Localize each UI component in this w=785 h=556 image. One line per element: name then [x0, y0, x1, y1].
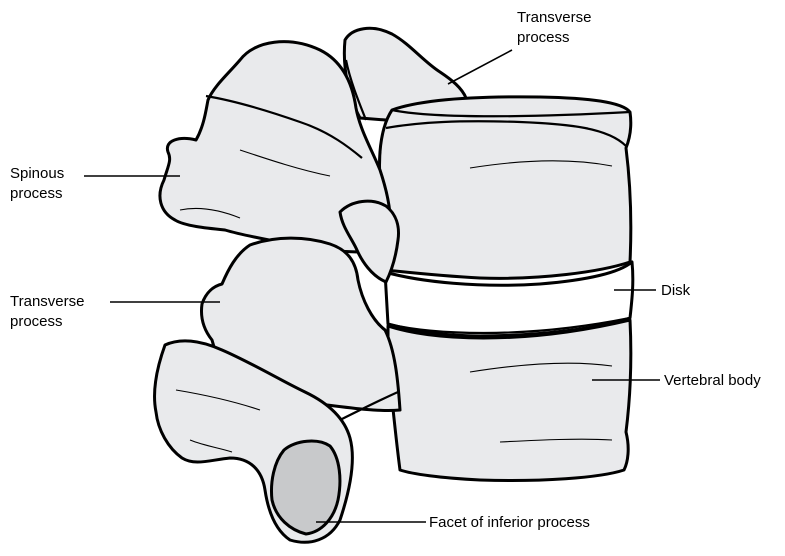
label-facet-inferior-process: Facet of inferior process — [429, 513, 590, 533]
lower-vertebral-body — [388, 320, 631, 481]
label-transverse-process-mid: Transverse process — [10, 292, 84, 332]
label-spinous-process: Spinous process — [10, 164, 64, 204]
label-disk: Disk — [661, 281, 690, 301]
label-vertebral-body: Vertebral body — [664, 371, 761, 391]
leader-transverse-top — [448, 50, 512, 84]
label-transverse-process-top: Transverse process — [517, 8, 591, 48]
inferior-facet — [272, 441, 340, 534]
